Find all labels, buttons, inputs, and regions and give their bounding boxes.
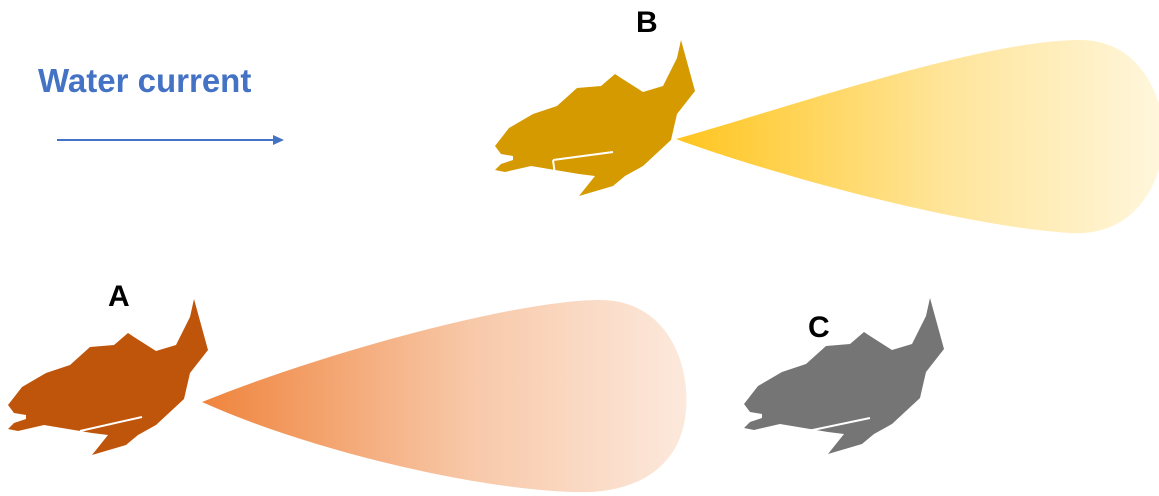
water-current-label: Water current <box>38 61 251 101</box>
fish-b <box>495 40 695 204</box>
fish-a-label: A <box>108 280 130 314</box>
fish-a-eye <box>34 439 40 445</box>
fish-c <box>744 298 944 472</box>
fish-b-label: B <box>636 6 658 40</box>
fish-c-label: C <box>808 311 830 345</box>
fish-c-eye <box>762 439 768 445</box>
odor-plume-a <box>202 300 686 492</box>
fish-b-eye <box>507 172 513 178</box>
fish-a <box>8 299 208 471</box>
odor-plume-b <box>676 40 1159 233</box>
water-current-arrow <box>57 135 284 145</box>
